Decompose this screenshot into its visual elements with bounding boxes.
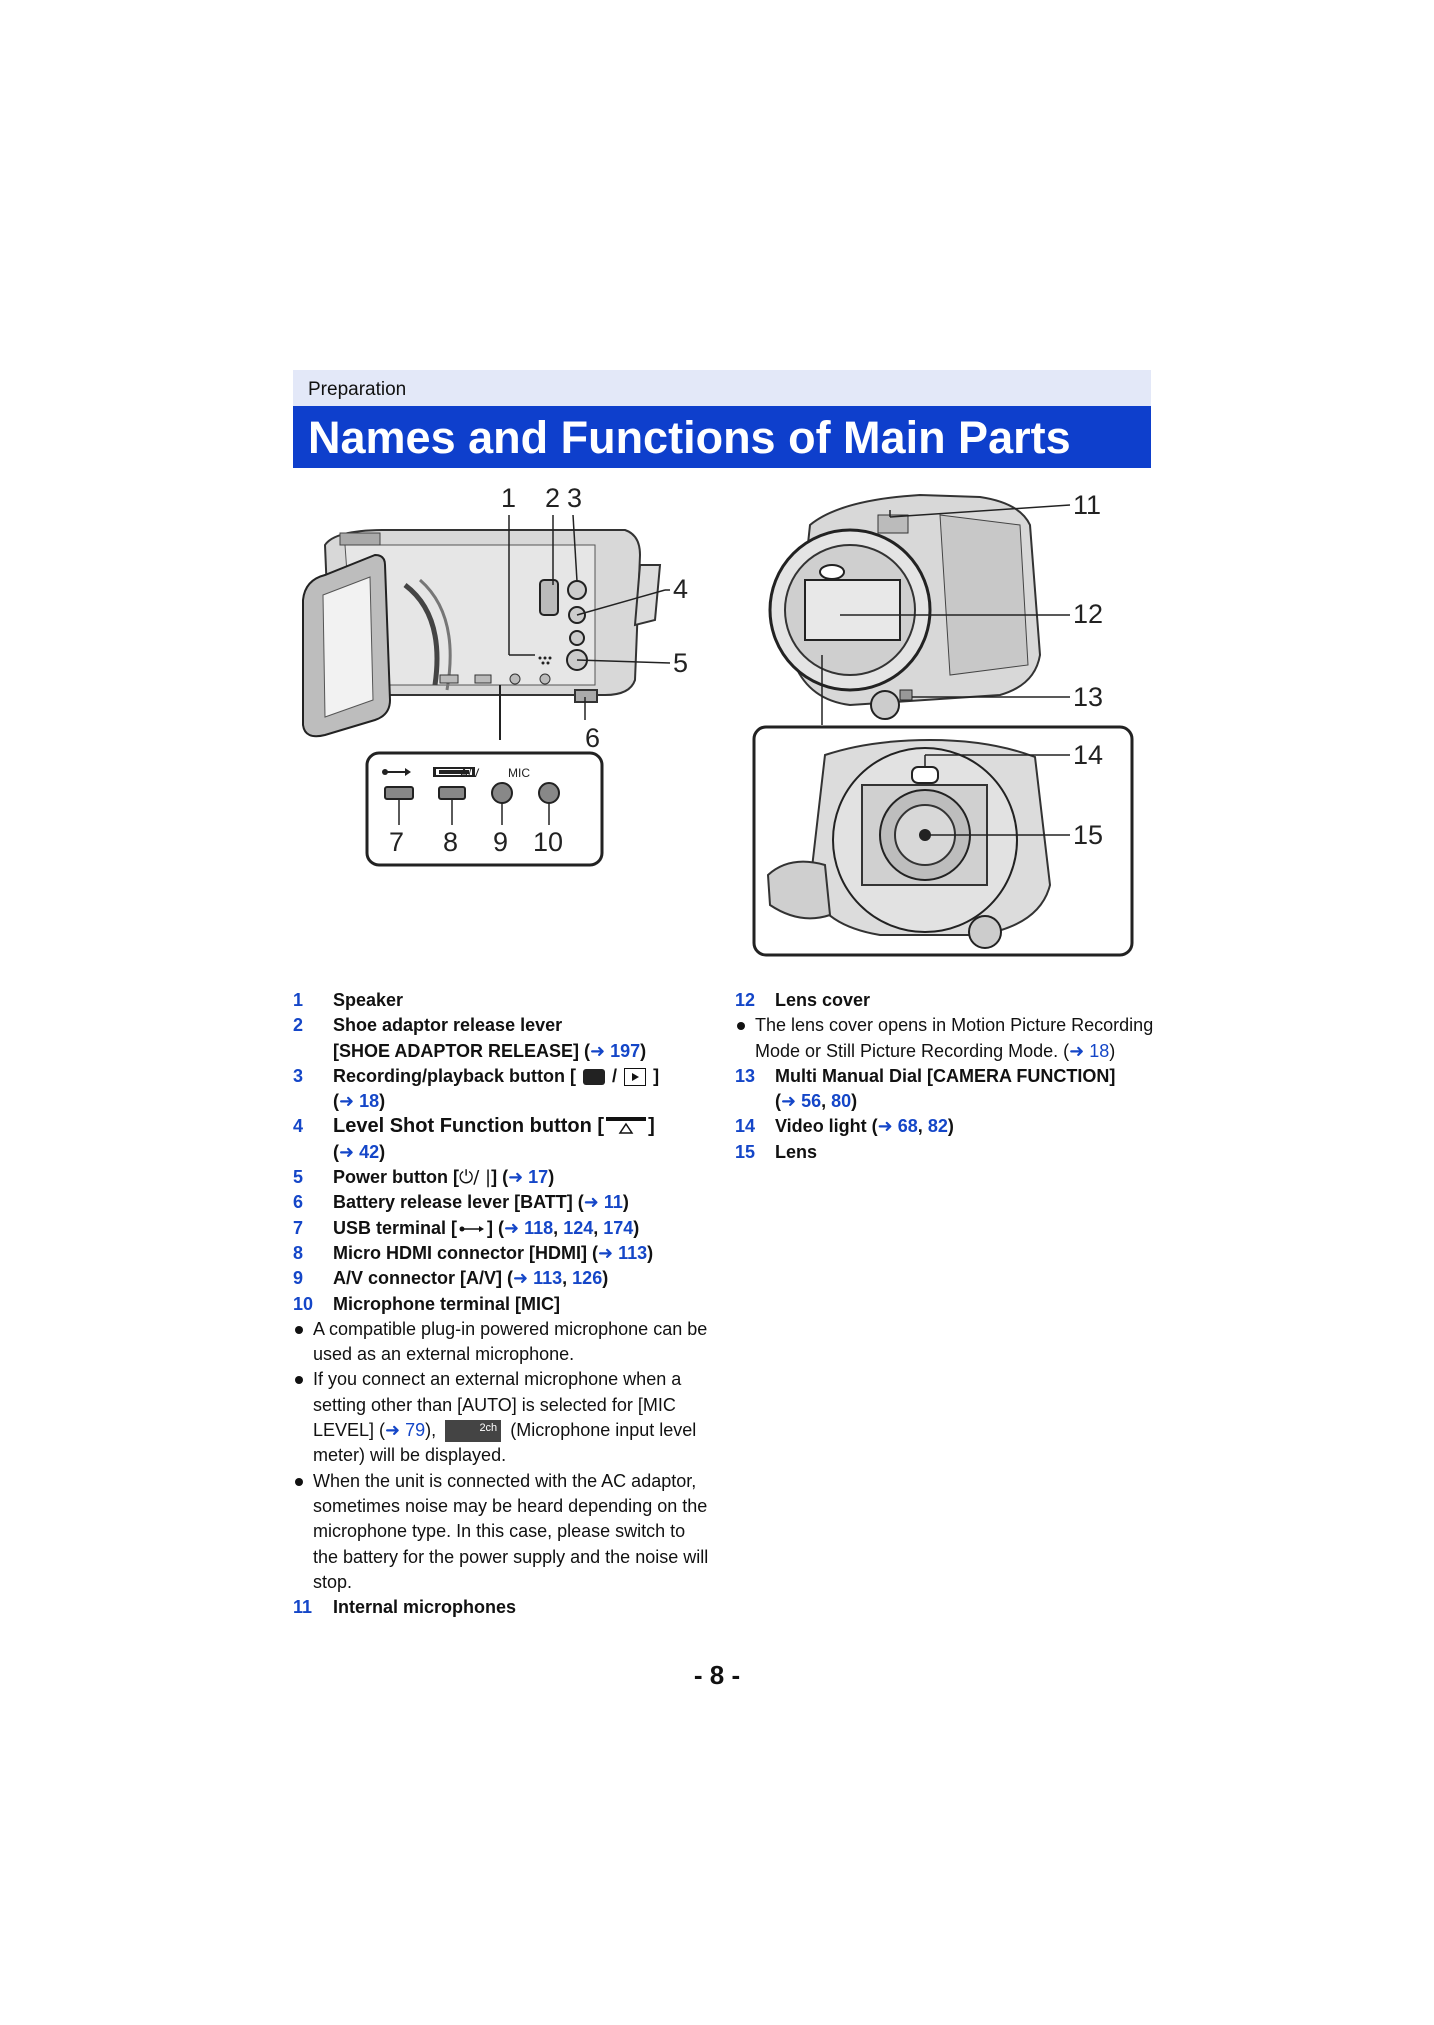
page-number: - 8 - — [693, 1660, 741, 1690]
page-link-124[interactable]: 124 — [563, 1217, 594, 1238]
mic-port — [538, 782, 560, 804]
list-item: 1 Speaker — [293, 990, 404, 1010]
camcorder-side-illustration — [302, 529, 662, 740]
camcorder-side-figure: 1 2 3 4 5 6 A/V MIC 7 8 9 10 — [302, 485, 688, 867]
page-link-11[interactable]: 11 — [603, 1192, 623, 1213]
page-link-174[interactable]: 174 — [603, 1217, 634, 1238]
list-item: 11 Internal microphones — [293, 1597, 517, 1618]
section-header: Preparation — [293, 370, 1151, 407]
callout-6: 6 — [585, 723, 600, 753]
note-bullet: A compatible plug-in powered microphone … — [293, 1317, 713, 1368]
page-title-bar: Names and Functions of Main Parts — [293, 406, 1151, 468]
hdmi-icon — [433, 767, 475, 777]
list-item: 13 Multi Manual Dial [CAMERA FUNCTION] (… — [735, 1065, 1116, 1112]
page-link-126[interactable]: 126 — [572, 1268, 603, 1289]
page-link-18[interactable]: 18 — [359, 1091, 380, 1112]
page-link-42[interactable]: 42 — [359, 1141, 380, 1162]
list-item: 8 Micro HDMI connector [HDMI] (➜ 113) — [293, 1242, 654, 1263]
front-detail-illustration — [766, 738, 1052, 949]
note-bullet: If you connect an external microphone wh… — [293, 1367, 713, 1468]
list-item: 4 Level Shot Function button [] (➜ 42) — [293, 1115, 655, 1162]
callout-7: 7 — [389, 827, 404, 857]
list-item: 10 Microphone terminal [MIC] — [293, 1293, 561, 1314]
mic-level-meter-icon: 2ch — [445, 1420, 502, 1443]
callout-12: 12 — [1073, 599, 1103, 629]
callout-9: 9 — [493, 827, 508, 857]
page-link-118[interactable]: 118 — [524, 1217, 554, 1238]
callout-10: 10 — [533, 827, 563, 857]
av-port — [491, 782, 513, 804]
page-link-80[interactable]: 80 — [831, 1091, 852, 1112]
section-label: Preparation — [308, 379, 407, 400]
list-item: 14 Video light (➜ 68, 82) — [735, 1116, 954, 1137]
note-bullet: The lens cover opens in Motion Picture R… — [735, 1013, 1155, 1064]
terminal-detail-box — [365, 751, 604, 867]
playback-icon — [624, 1068, 647, 1087]
list-item: 2 Shoe adaptor release lever [SHOE ADAPT… — [293, 1015, 647, 1061]
page-title: Names and Functions of Main Parts — [308, 412, 1071, 463]
callout-3: 3 — [567, 485, 582, 513]
callout-leaders — [508, 514, 671, 720]
page-link-82[interactable]: 82 — [927, 1116, 948, 1137]
level-shot-icon — [606, 1117, 647, 1137]
usb-port — [384, 786, 414, 800]
list-item: 5 Power button [⏻/ |] (➜ 17) — [293, 1167, 555, 1189]
page-link-17[interactable]: 17 — [528, 1167, 549, 1188]
page-link-113[interactable]: 113 — [618, 1242, 648, 1263]
mic-label: MIC — [508, 766, 530, 780]
list-item: 15 Lens — [735, 1141, 818, 1162]
camcorder-front-illustration — [768, 493, 1042, 720]
page-link-197[interactable]: 197 — [610, 1040, 641, 1061]
callout-2: 2 — [545, 485, 560, 513]
callout-8: 8 — [443, 827, 458, 857]
usb-icon — [382, 768, 411, 776]
power-icon: ⏻/ | — [458, 1167, 492, 1189]
usb-icon — [459, 1221, 485, 1237]
note-bullet: When the unit is connected with the AC a… — [293, 1469, 713, 1595]
movie-camera-icon — [583, 1069, 606, 1086]
callout-leaders-front — [821, 504, 1071, 725]
parts-list-left: 1 Speaker 2 Shoe adaptor release lever [… — [293, 988, 713, 1620]
page-link-79[interactable]: 79 — [405, 1420, 426, 1441]
callout-13: 13 — [1073, 682, 1103, 712]
page-link-113[interactable]: 113 — [533, 1268, 563, 1289]
page-link-68[interactable]: 68 — [897, 1116, 918, 1137]
list-item: 7 USB terminal [] (➜ 118, 124, 174) — [293, 1217, 640, 1238]
page-link-18[interactable]: 18 — [1089, 1040, 1110, 1061]
list-item: 9 A/V connector [A/V] (➜ 113, 126) — [293, 1268, 609, 1289]
page-link-56[interactable]: 56 — [801, 1091, 822, 1112]
callout-4: 4 — [673, 574, 688, 604]
hdmi-port — [438, 786, 466, 800]
list-item: 3 Recording/playback button [ / ] (➜ 18) — [293, 1065, 660, 1112]
parts-list-right: 12 Lens cover The lens cover opens in Mo… — [735, 988, 1155, 1165]
list-item: 12 Lens cover — [735, 990, 871, 1010]
callout-11: 11 — [1073, 490, 1101, 520]
callout-5: 5 — [673, 648, 688, 678]
list-item: 6 Battery release lever [BATT] (➜ 11) — [293, 1192, 629, 1213]
camcorder-front-figure: 11 12 13 14 15 — [752, 490, 1134, 957]
callout-14: 14 — [1073, 740, 1103, 770]
callout-15: 15 — [1073, 820, 1103, 850]
callout-1: 1 — [501, 485, 516, 513]
av-label: A/V — [460, 766, 479, 780]
